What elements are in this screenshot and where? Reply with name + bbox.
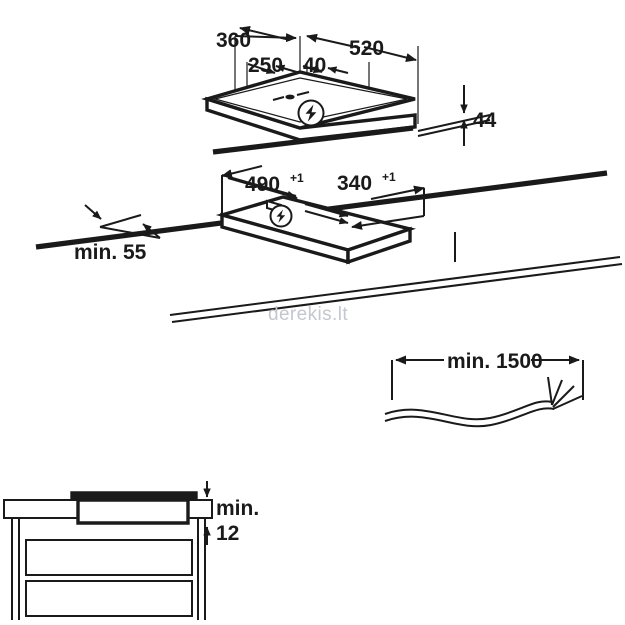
hob-extension-lines — [234, 36, 419, 124]
dimension-label-min-1500: min. 1500 — [447, 350, 543, 373]
watermark: derekis.lt — [268, 304, 348, 325]
dimension-label-520: 520 — [349, 37, 384, 60]
cutout-connection-marking — [266, 199, 293, 228]
dimension-label-360: 360 — [216, 29, 251, 52]
dimension-44: 44 — [460, 85, 497, 146]
worktop-cutout-view: 490 +1 340 +1 min. 55 — [35, 165, 623, 323]
cable-wire-ends — [547, 376, 583, 410]
cabinet-section-view: min. 12 — [3, 481, 259, 620]
cable-strand-lower — [384, 407, 555, 428]
worktop-front-edge-upper — [169, 256, 621, 316]
dimension-label-340: 340 — [337, 172, 372, 195]
cutout-right-depth — [346, 226, 412, 265]
lightning-bolt-icon — [297, 99, 325, 127]
hob-control-dot — [285, 94, 295, 100]
worktop-cutout — [215, 195, 417, 265]
hob-top-view: 360 250 40 520 — [201, 25, 497, 155]
hob-control-marking — [272, 91, 310, 101]
worktop-right-piece — [187, 499, 213, 519]
hob-top-bevel — [212, 77, 408, 123]
dimension-arrow-520 — [306, 33, 417, 62]
cabinet-drawer-upper — [25, 539, 193, 576]
cabinet-drawer-lower — [25, 580, 193, 617]
hob-worktop-line-lower — [417, 119, 491, 137]
dimension-label-44: 44 — [473, 109, 497, 132]
cable-dimension-bracket — [391, 355, 584, 400]
dimension-label-min: min. — [216, 497, 259, 520]
hob-worktop-line-upper — [417, 114, 491, 132]
dimension-label-min-55: min. 55 — [74, 241, 147, 264]
dimension-arrow-360 — [234, 25, 297, 43]
hob-lower-edge-bar — [212, 125, 414, 155]
dimension-arrow-340 — [304, 185, 425, 230]
hob-appliance — [201, 70, 491, 155]
mains-cable — [384, 376, 583, 428]
cable-view: min. 1500 — [384, 350, 584, 428]
cable-strand-upper — [384, 400, 553, 421]
dimension-label-490: 490 — [245, 173, 280, 196]
dimension-min-55: min. 55 — [74, 204, 161, 264]
lightning-bolt-icon — [269, 204, 293, 228]
dimension-label-40: 40 — [303, 54, 326, 77]
dimension-arrow-250-40 — [247, 63, 349, 74]
dimension-label-12: 12 — [216, 522, 239, 545]
worktop-left-piece — [3, 499, 79, 519]
dimension-label-250: 250 — [248, 54, 283, 77]
cutout-leader-lines — [221, 165, 298, 215]
cabinet-hob-body — [76, 498, 190, 525]
dimension-superscript-340: +1 — [382, 170, 396, 184]
worktop-front-edge-lower — [171, 263, 623, 323]
dimension-min-12: min. 12 — [203, 481, 259, 545]
dimension-superscript-490: +1 — [290, 171, 304, 185]
